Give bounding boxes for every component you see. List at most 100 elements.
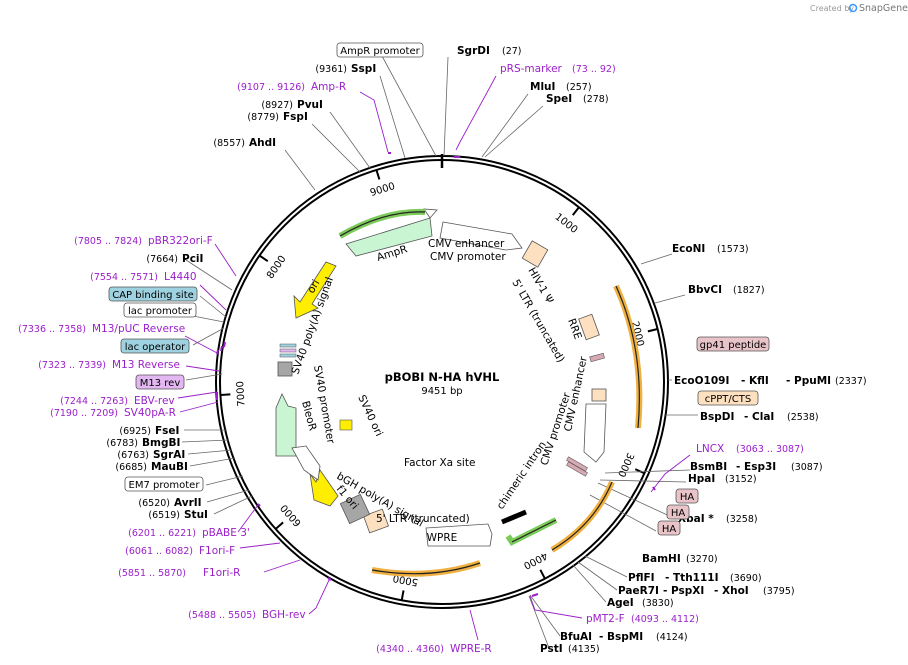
rre-box: [578, 313, 600, 341]
primer-range: (73 .. 92): [572, 64, 616, 75]
site-label[interactable]: MluI: [530, 81, 555, 93]
site-label[interactable]: - Esp3I: [736, 461, 776, 473]
primer-label[interactable]: M13 Reverse: [112, 359, 180, 371]
site-label[interactable]: PaeR7I: [618, 585, 659, 597]
site-pos: (6685): [115, 462, 147, 473]
site-pos: (3152): [725, 474, 757, 485]
boxed-label[interactable]: M13 rev: [135, 374, 185, 390]
site-pos: (27): [502, 46, 522, 57]
sv40ori-box: [339, 419, 353, 431]
site-label[interactable]: FspI: [283, 111, 308, 123]
wpre-arrow: [425, 523, 493, 547]
primer-label[interactable]: pRS-marker: [500, 63, 563, 75]
ruler-label: 8000: [265, 254, 289, 281]
boxed-label[interactable]: cPPT/CTS: [697, 390, 759, 406]
sites-left: StuI (6519) AvrII (6520) MauBI (6685) Sg…: [106, 63, 376, 521]
primer-range: (7805 .. 7824): [74, 236, 142, 247]
boxed-label[interactable]: lac operator: [120, 338, 190, 354]
primer-lines: [177, 75, 691, 641]
site-label[interactable]: - KflI: [741, 375, 769, 387]
boxed-label[interactable]: CAP binding site: [108, 286, 198, 302]
site-label[interactable]: BspDI: [700, 411, 734, 423]
site-label[interactable]: - PpuMI: [786, 375, 831, 387]
site-pos: (6520): [138, 498, 170, 509]
site-label[interactable]: SspI: [351, 63, 376, 75]
site-label[interactable]: PciI: [182, 253, 203, 265]
boxed-label[interactable]: HA: [666, 504, 690, 520]
site-label[interactable]: MauBI: [151, 461, 188, 473]
orange-arc-right-line: [615, 285, 640, 429]
lac-operator-box: [279, 343, 297, 348]
sites-right: SgrDI (27) MluI (257) SpeI (278) EcoNI (…: [457, 45, 867, 655]
boxed-label[interactable]: EM7 promoter: [124, 476, 204, 492]
primer-label[interactable]: BGH-rev: [262, 609, 306, 621]
site-label[interactable]: AhdI: [249, 137, 276, 149]
boxed-label[interactable]: HA: [675, 488, 699, 504]
ruler-label: 7000: [235, 381, 247, 407]
cmv-arrow-top: [439, 221, 523, 251]
boxed-labels: AmpR promoter gp41 peptide cPPT/CTS HA H…: [108, 42, 770, 536]
site-label[interactable]: SpeI: [546, 93, 572, 105]
primer-label[interactable]: pBR322ori-F: [148, 235, 213, 247]
site-label[interactable]: PvuI: [297, 99, 323, 111]
site-pos: (3258): [726, 514, 758, 525]
primer-label[interactable]: LNCX: [696, 443, 724, 455]
site-label[interactable]: - ClaI: [744, 411, 774, 423]
feature-cmv-promoter: CMV promoter: [430, 251, 506, 263]
site-pos: (8779): [247, 112, 279, 123]
site-pos: (6519): [148, 510, 180, 521]
site-label[interactable]: BbvCI: [688, 284, 722, 296]
site-label[interactable]: FseI: [155, 425, 179, 437]
site-label[interactable]: PstI: [540, 643, 563, 655]
bleor-arrow: [275, 393, 297, 457]
site-label[interactable]: AvrII: [174, 497, 202, 509]
ampr-promoter-arrow: [423, 208, 438, 219]
site-pos: (6763): [117, 450, 149, 461]
site-label[interactable]: BmgBI: [142, 437, 180, 449]
boxed-label[interactable]: gp41 peptide: [696, 336, 770, 352]
ha-box: [566, 456, 588, 472]
site-label[interactable]: BsmBI: [690, 461, 727, 473]
site-pos: (2538): [787, 412, 819, 423]
primer-label[interactable]: pMT2-F: [586, 613, 625, 625]
primer-label[interactable]: Amp-R: [311, 81, 346, 93]
feature-wpre: WPRE: [427, 532, 458, 544]
primer-range: (7244 .. 7263): [60, 396, 128, 407]
primer-range: (4093 .. 4112): [631, 614, 699, 625]
feature-arcs: [275, 208, 607, 547]
feature-chimeric-intron: chimeric intron: [495, 439, 549, 511]
site-pos: (278): [583, 94, 609, 105]
site-label[interactable]: BfuAI: [560, 631, 592, 643]
site-label[interactable]: StuI: [184, 509, 208, 521]
site-label[interactable]: - PspXI: [663, 585, 704, 597]
primer-marks: [216, 152, 656, 597]
site-label[interactable]: EcoNI: [672, 243, 705, 255]
site-label[interactable]: HpaI: [688, 473, 715, 485]
site-pos: (4135): [568, 644, 600, 655]
primer-label[interactable]: L4440: [164, 271, 197, 283]
site-label[interactable]: - BspMI: [599, 631, 643, 643]
primer-label[interactable]: WPRE-R: [450, 643, 492, 655]
primer-label[interactable]: SV40pA-R: [124, 407, 176, 419]
site-label[interactable]: SgrDI: [457, 45, 490, 57]
boxed-label[interactable]: HA: [657, 520, 681, 536]
primer-range: (7336 .. 7358): [18, 324, 86, 335]
boxed-label[interactable]: lac promoter: [123, 302, 197, 318]
feature-bleor: BleoR: [299, 400, 318, 432]
primer-label[interactable]: F1ori-R: [203, 567, 240, 579]
feature-sv40-ori: SV40 ori: [355, 393, 385, 438]
primer-label[interactable]: pBABE 3': [202, 527, 250, 539]
site-label[interactable]: BamHI: [642, 553, 681, 565]
site-label[interactable]: SgrAI: [153, 449, 185, 461]
f1-ori-box: [339, 493, 371, 525]
site-label[interactable]: EcoO109I: [674, 375, 729, 387]
site-label[interactable]: - XhoI: [714, 585, 749, 597]
site-label[interactable]: - Tth111I: [665, 572, 719, 584]
site-label[interactable]: AgeI: [607, 597, 634, 609]
primer-label[interactable]: M13/pUC Reverse: [92, 323, 185, 335]
primer-label[interactable]: EBV-rev: [134, 395, 175, 407]
site-label[interactable]: PflFI: [628, 572, 655, 584]
primer-label[interactable]: F1ori-F: [199, 545, 235, 557]
green-arc-top-line: [339, 211, 426, 237]
boxed-label[interactable]: AmpR promoter: [336, 42, 424, 58]
